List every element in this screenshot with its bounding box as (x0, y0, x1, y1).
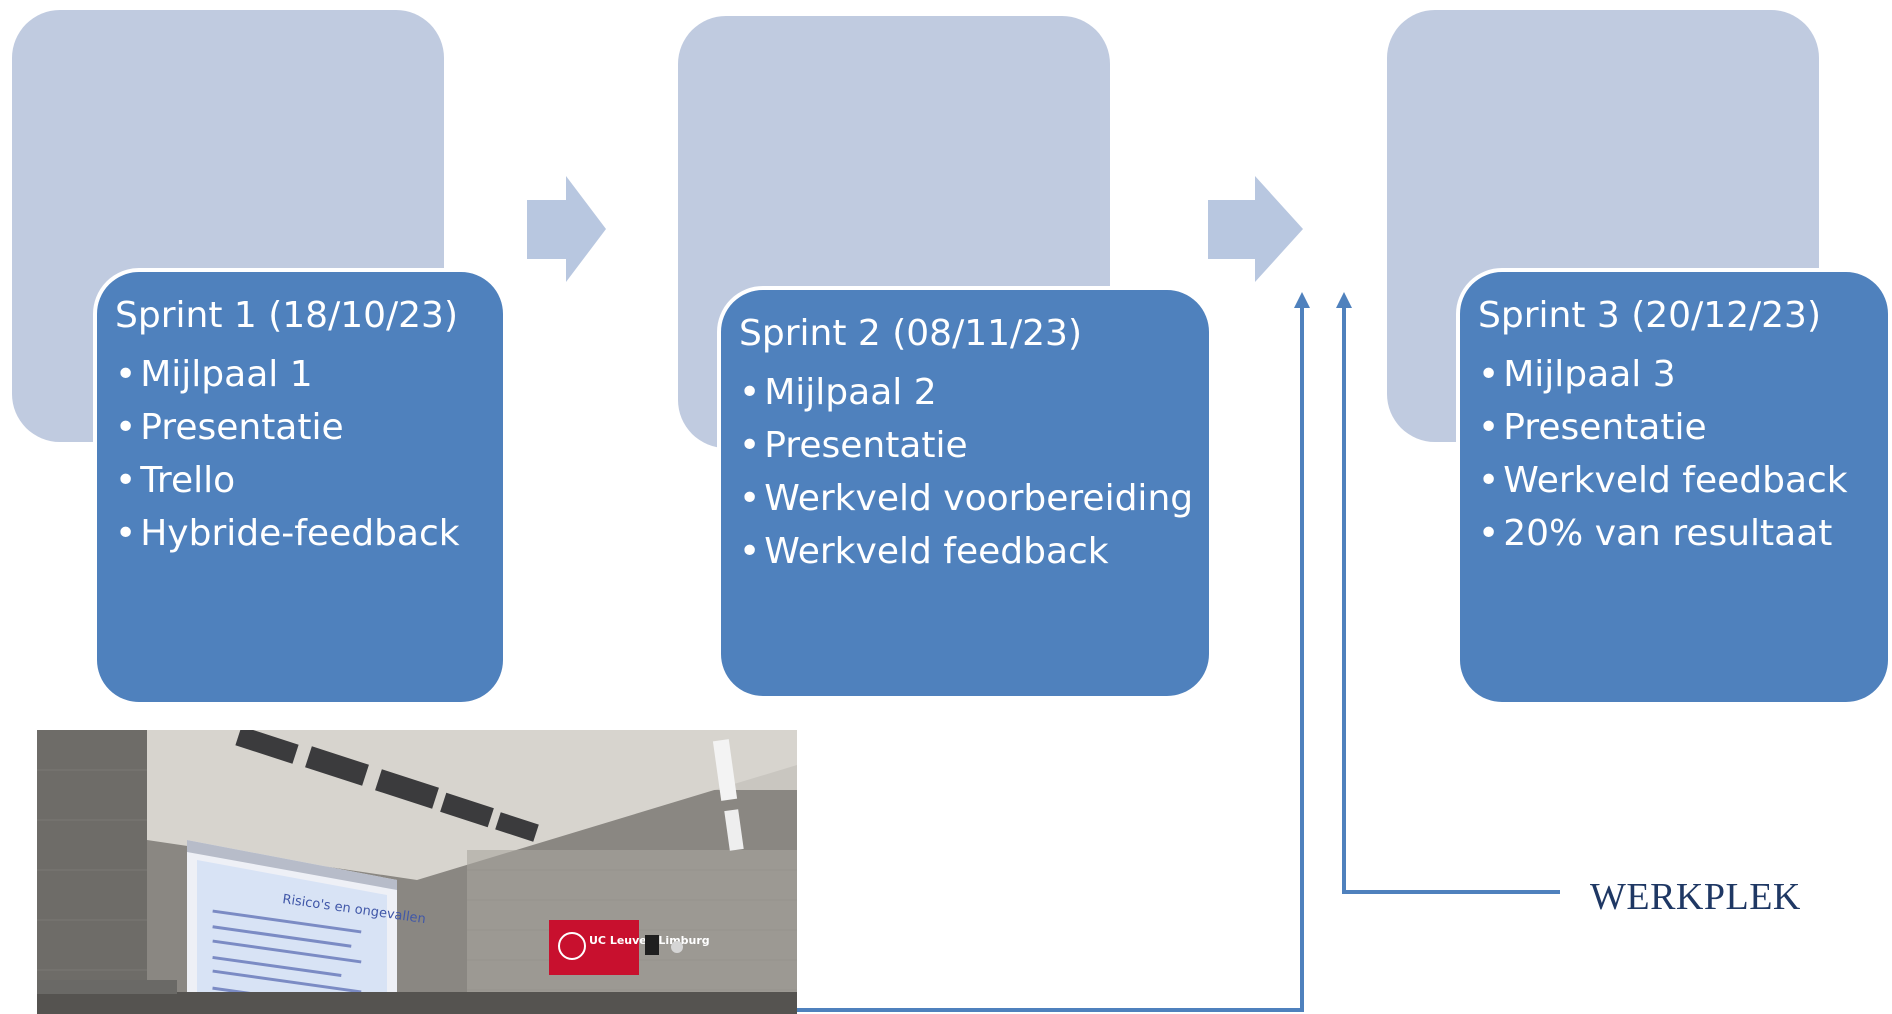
sprint-3-list: Mijlpaal 3 Presentatie Werkveld feedback… (1478, 348, 1888, 560)
sprint-2-item: Presentatie (739, 419, 1209, 472)
sprint-3-item: Mijlpaal 3 (1478, 348, 1888, 401)
werkplek-connector-line (1342, 305, 1560, 894)
sprint-3-item: Werkveld feedback (1478, 454, 1888, 507)
photo-connector-line (797, 305, 1304, 1012)
sprint-2-card: Sprint 2 (08/11/23) Mijlpaal 2 Presentat… (717, 286, 1213, 700)
sprint-1-item: Hybride-feedback (115, 507, 503, 560)
werkplek-connector-arrowhead (1336, 292, 1352, 308)
photo-connector-arrowhead (1294, 292, 1310, 308)
sprint-1-item: Mijlpaal 1 (115, 348, 503, 401)
werkplek-label: WERKPLEK (1590, 876, 1801, 918)
classroom-photo: Risico's en ongevallen UC Leuven Limburg (37, 730, 797, 1014)
sprint-2-list: Mijlpaal 2 Presentatie Werkveld voorbere… (739, 366, 1209, 578)
sprint-1-card: Sprint 1 (18/10/23) Mijlpaal 1 Presentat… (93, 268, 507, 706)
arrow-1-icon (527, 176, 606, 282)
arrow-2-icon (1208, 176, 1303, 282)
sprint-3-item: 20% van resultaat (1478, 507, 1888, 560)
sprint-1-list: Mijlpaal 1 Presentatie Trello Hybride-fe… (115, 348, 503, 560)
sprint-1-title: Sprint 1 (18/10/23) (115, 295, 459, 336)
sprint-1-item: Presentatie (115, 401, 503, 454)
sprint-3-title: Sprint 3 (20/12/23) (1478, 295, 1822, 336)
sprint-2-item: Werkveld feedback (739, 525, 1209, 578)
sprint-2-item: Werkveld voorbereiding (739, 472, 1209, 525)
sprint-3-item: Presentatie (1478, 401, 1888, 454)
classroom-photo-image: Risico's en ongevallen UC Leuven Limburg (37, 730, 797, 1014)
sprint-3-card: Sprint 3 (20/12/23) Mijlpaal 3 Presentat… (1456, 268, 1892, 706)
sprint-1-item: Trello (115, 454, 503, 507)
sprint-2-item: Mijlpaal 2 (739, 366, 1209, 419)
sprint-2-title: Sprint 2 (08/11/23) (739, 313, 1083, 354)
